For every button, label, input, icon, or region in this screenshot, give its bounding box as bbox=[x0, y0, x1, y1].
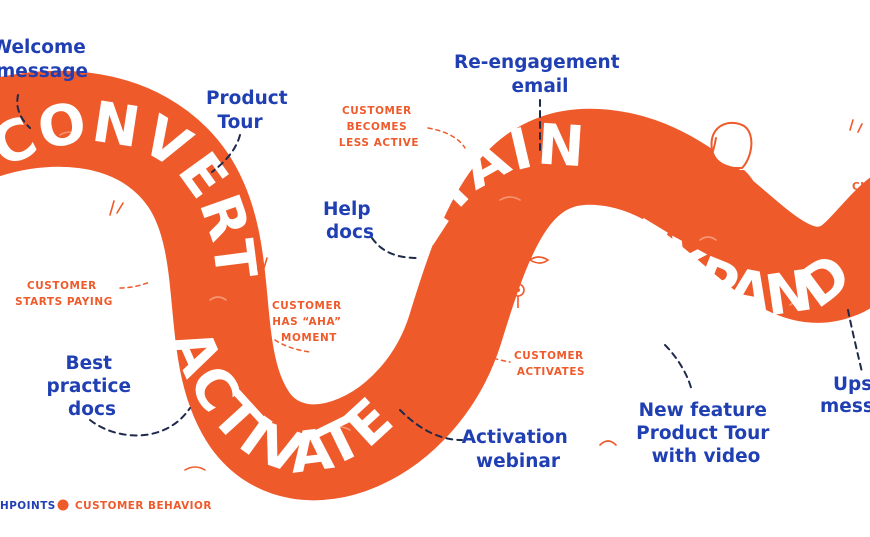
road-texture bbox=[59, 131, 807, 431]
touchpoint-connectors bbox=[16, 94, 863, 441]
decorative-doodles bbox=[109, 114, 863, 471]
connector-upsell bbox=[847, 309, 863, 373]
connector-product-tour bbox=[211, 134, 241, 173]
behavior-less-active: CUSTOMER BECOMES LESS ACTIVE bbox=[339, 105, 419, 149]
behavior-starts-paying: CUSTOMER STARTS PAYING bbox=[15, 280, 113, 308]
sprout-icon bbox=[589, 114, 603, 128]
touchpoint-upsell-message: Ups mess bbox=[820, 374, 870, 417]
leaf-icon bbox=[528, 256, 550, 264]
behavior-labels: CUSTOMER BECOMES LESS ACTIVE CUSTOMER ST… bbox=[2, 105, 870, 378]
touchpoint-product-tour: Product Tour bbox=[206, 88, 294, 133]
journey-road bbox=[0, 119, 870, 453]
legs-icon bbox=[714, 224, 762, 254]
connector-new-feature bbox=[664, 344, 693, 393]
connector-best-practice bbox=[89, 407, 191, 437]
connector-activates bbox=[469, 354, 511, 363]
connector-welcome bbox=[16, 94, 31, 129]
behavior-left-partial: ER IN T bbox=[2, 189, 23, 237]
touchpoint-labels: Welcome message Product Tour Re-engageme… bbox=[0, 37, 870, 472]
legend-touchpoints-label: HPOINTS bbox=[0, 500, 56, 512]
hair-icon bbox=[699, 137, 717, 179]
touchpoint-best-practice-docs: Best practice docs bbox=[47, 353, 138, 420]
connector-less-active bbox=[427, 127, 466, 149]
touchpoint-welcome-message: Welcome message bbox=[0, 37, 92, 82]
touchpoint-new-feature-tour: New feature Product Tour with video bbox=[636, 400, 776, 467]
sprout-icon bbox=[109, 200, 124, 216]
connector-help-docs bbox=[371, 237, 419, 259]
coat-icon bbox=[714, 170, 764, 228]
sprout-icon bbox=[654, 204, 669, 219]
behavior-connectors bbox=[119, 127, 511, 363]
flower-icon bbox=[511, 283, 525, 308]
grass-icon bbox=[184, 466, 206, 471]
sprout-icon bbox=[257, 257, 268, 271]
connector-starts-paying bbox=[119, 281, 151, 289]
touchpoint-activation-webinar: Activation webinar bbox=[462, 427, 575, 472]
behavior-activates: CUSTOMER ACTIVATES bbox=[514, 350, 588, 378]
arm-icon bbox=[756, 188, 784, 218]
walking-person-illustration bbox=[699, 121, 784, 254]
legend-behavior-label: CUSTOMER BEHAVIOR bbox=[75, 500, 212, 512]
touchpoint-reengagement-email: Re-engagement email bbox=[454, 52, 626, 97]
touchpoint-help-docs: Help docs bbox=[323, 199, 377, 243]
behavior-right-partial: CU BU P bbox=[852, 181, 870, 225]
sprout-icon bbox=[849, 119, 863, 133]
head-icon bbox=[710, 121, 753, 169]
grass-icon bbox=[599, 440, 617, 446]
behavior-aha-moment: CUSTOMER HAS “AHA” MOMENT bbox=[272, 300, 346, 344]
legend: HPOINTS CUSTOMER BEHAVIOR bbox=[0, 499, 212, 512]
connector-aha bbox=[274, 339, 311, 353]
connector-activation-webinar bbox=[399, 409, 463, 441]
legend-behavior-dot-icon bbox=[57, 499, 69, 511]
